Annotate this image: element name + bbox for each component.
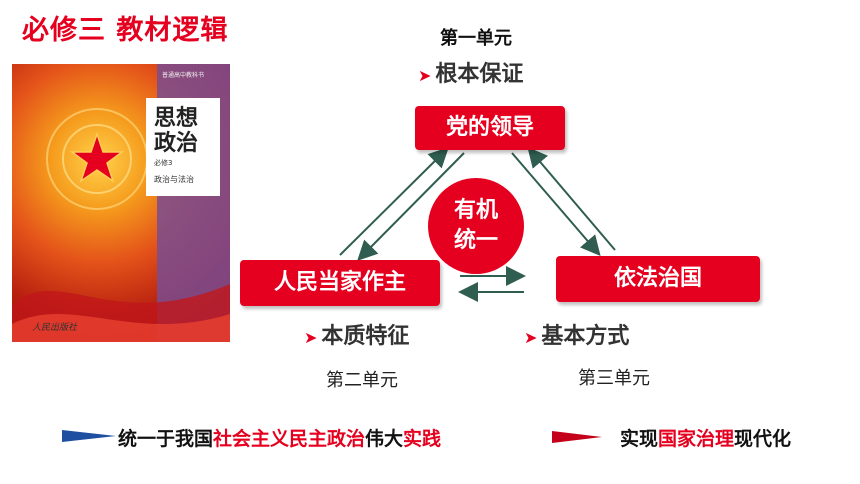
blue-triangle-arrow-icon — [62, 430, 116, 442]
center-line2: 统一 — [453, 228, 498, 253]
arrow-people-to-party — [339, 147, 449, 256]
pointer-arrow-icon: ➤ — [524, 328, 538, 347]
cover-subtitle: 政治与法治 — [154, 175, 194, 184]
unit1-label: 根本保证 — [435, 62, 524, 87]
unit3-name: 第三单元 — [578, 368, 650, 389]
cover-series-text: 普通高中教科书 — [162, 72, 205, 79]
arrow-party-to-law — [511, 152, 601, 257]
cover-title: 思想政治 — [154, 105, 199, 156]
cover-volume: 必修3 — [154, 159, 173, 167]
arrow-party-to-people — [357, 152, 465, 261]
cover-title-card: 思想政治 必修3 政治与法治 — [146, 98, 220, 196]
page-title: 必修三 教材逻辑 — [22, 15, 229, 46]
node-rule-of-law: 依法治国 — [556, 256, 760, 302]
node-people-masters: 人民当家作主 — [240, 260, 440, 306]
bottom-left-part3: 伟大 — [365, 428, 404, 450]
textbook-cover-image: 普通高中教科书 思想政治 必修3 政治与法治 人民出版社 — [12, 64, 230, 342]
unit3-label: 基本方式 — [541, 324, 630, 349]
bottom-right-part3: 现代化 — [734, 428, 792, 450]
pointer-arrow-icon: ➤ — [304, 328, 318, 347]
pointer-arrow-icon: ➤ — [418, 66, 432, 85]
cover-ribbon — [12, 284, 230, 342]
unit3-label-row: ➤基本方式 — [524, 318, 629, 350]
arrow-law-to-party — [527, 146, 616, 251]
bottom-left-statement: 统一于我国社会主义民主政治伟大实践 — [118, 424, 441, 451]
node-party-leadership: 党的领导 — [415, 106, 565, 150]
bottom-right-statement: 实现国家治理现代化 — [620, 424, 791, 451]
center-organic-unity: 有机 统一 — [428, 178, 524, 274]
bottom-right-part2: 国家治理 — [658, 428, 735, 450]
bottom-left-part4: 实践 — [403, 428, 442, 450]
cover-publisher: 人民出版社 — [32, 323, 78, 333]
center-line1: 有机 — [453, 198, 498, 223]
unit1-label-row: ➤根本保证 — [418, 56, 523, 88]
unit1-name: 第一单元 — [440, 28, 512, 49]
unit2-label-row: ➤本质特征 — [304, 318, 409, 350]
bottom-left-part2: 社会主义民主政治 — [213, 428, 366, 450]
unit2-label: 本质特征 — [321, 324, 410, 349]
bottom-left-part1: 统一于我国 — [118, 428, 214, 450]
bottom-right-part1: 实现 — [620, 428, 659, 450]
unit2-name: 第二单元 — [326, 370, 398, 391]
red-triangle-arrow-icon — [552, 431, 602, 443]
